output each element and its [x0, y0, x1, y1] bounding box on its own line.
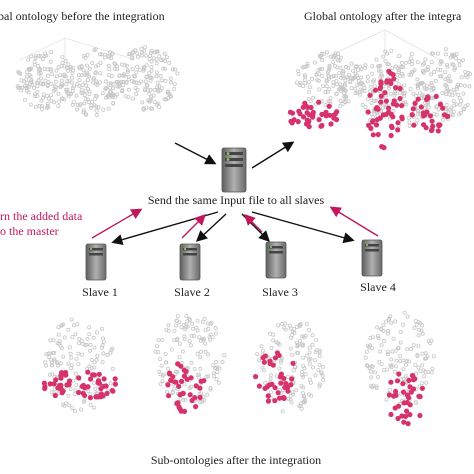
master-server-icon — [221, 147, 247, 193]
slave-2-server-icon — [179, 243, 201, 281]
title-before: bal ontology before the integration — [0, 9, 165, 23]
ontology-graphs — [15, 29, 473, 427]
ontology-graph — [253, 321, 326, 414]
ontology-graph — [363, 310, 436, 427]
arrow-before-to-master — [174, 142, 217, 165]
return-arrow-slave-2 — [181, 214, 206, 239]
ontology-graph — [287, 29, 473, 151]
bottom-caption: Sub-ontologies after the integration — [150, 453, 322, 467]
send-text: Send the same Input file to all slaves — [147, 193, 325, 207]
arrow-master-to-slave-3 — [241, 213, 270, 242]
slave-1-server-icon — [85, 243, 107, 281]
ontology-graph — [41, 317, 118, 414]
title-after: Global ontology after the integra — [304, 9, 462, 23]
return-arrow-slave-4 — [329, 206, 379, 237]
slave-3-label: Slave 3 — [262, 285, 298, 299]
arrow-master-to-after — [251, 141, 295, 169]
arrow-master-to-slave-4 — [251, 211, 355, 244]
return-arrow-slave-1 — [91, 208, 143, 239]
arrow-master-to-slave-2 — [195, 213, 227, 242]
slave-2-label: Slave 2 — [174, 285, 210, 299]
ontology-graph — [15, 37, 180, 118]
slave-4-server-icon — [361, 239, 383, 277]
return-text-line-2: o the master — [0, 224, 59, 238]
slave-1-label: Slave 1 — [82, 285, 118, 299]
slave-3-server-icon — [265, 241, 287, 279]
return-arrow-slave-3 — [244, 214, 263, 233]
ontology-graph — [153, 313, 227, 414]
slave-4-label: Slave 4 — [360, 280, 396, 294]
return-text-line-1: rn the added data — [0, 209, 83, 223]
